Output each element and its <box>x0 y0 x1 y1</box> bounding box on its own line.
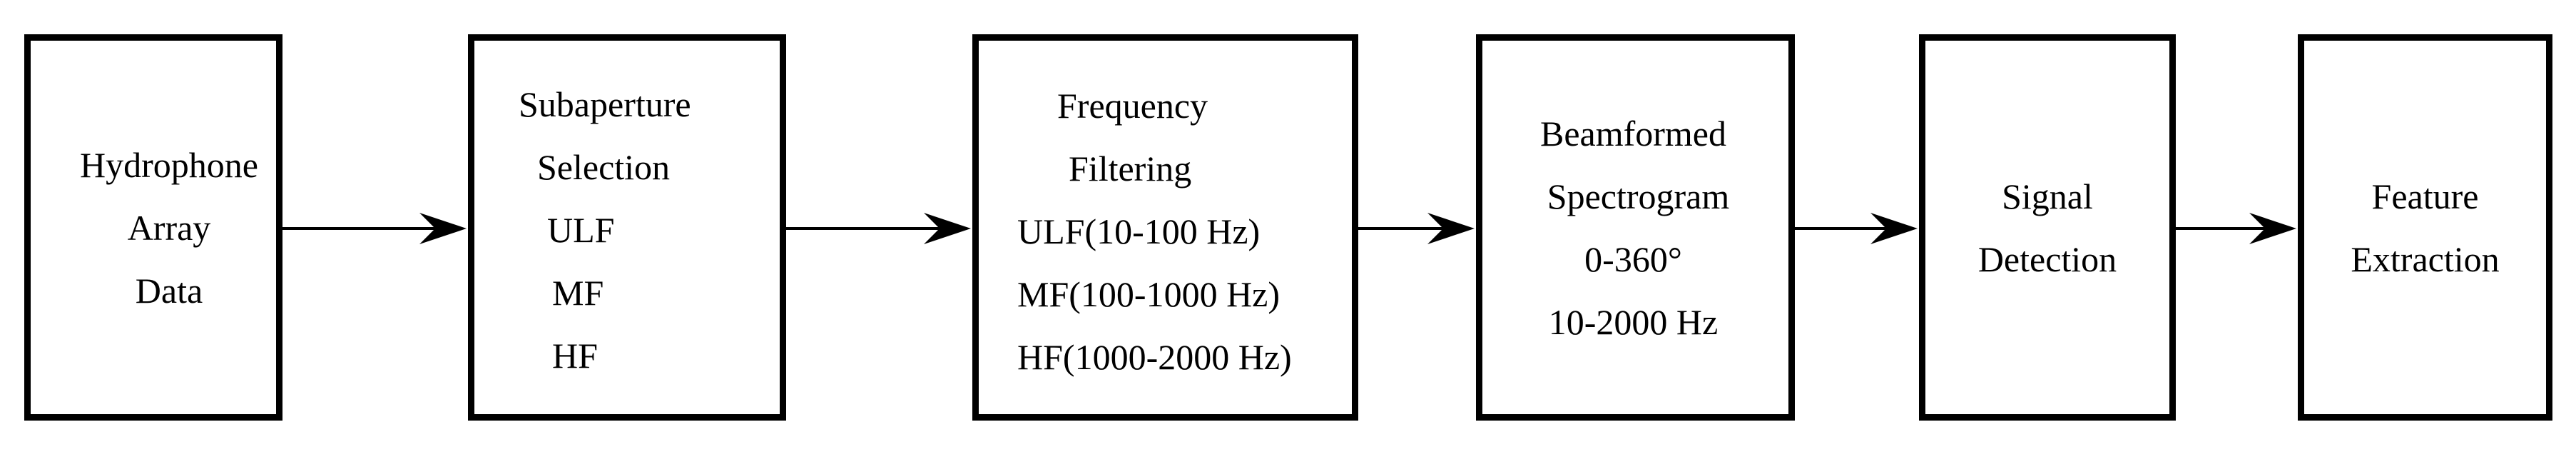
block-feature-extraction: Feature Extraction <box>2298 34 2552 421</box>
block-text: Signal Detection <box>1925 41 2169 414</box>
block-hydrophone-array-data: Hydrophone Array Data <box>24 34 282 421</box>
block-line: ULF(10-100 Hz) <box>1017 211 1261 251</box>
block-frequency-filtering: Frequency Filtering ULF(10-100 Hz) MF(10… <box>972 34 1358 421</box>
block-line: Extraction <box>2351 238 2500 279</box>
block-line: Subaperture <box>519 84 691 124</box>
block-line: Beamformed <box>1539 113 1726 154</box>
arrowhead-icon <box>1870 213 1918 244</box>
block-text: Frequency Filtering ULF(10-100 Hz) MF(10… <box>979 41 1352 414</box>
block-line: Feature <box>2371 176 2479 216</box>
block-subaperture-selection: Subaperture Selection ULF MF HF <box>468 34 786 421</box>
block-signal-detection: Signal Detection <box>1919 34 2176 421</box>
arrowhead-icon <box>924 213 971 244</box>
block-line: HF <box>552 335 598 376</box>
arrowhead-icon <box>1427 213 1475 244</box>
block-line: 10-2000 Hz <box>1548 301 1719 342</box>
block-line: Selection <box>537 146 671 187</box>
arrowhead-icon <box>419 213 467 244</box>
block-text: Feature Extraction <box>2304 41 2546 414</box>
block-line: Frequency <box>1057 85 1208 126</box>
block-line: Detection <box>1977 238 2117 279</box>
block-text: Subaperture Selection ULF MF HF <box>474 41 780 414</box>
block-line: 0-360° <box>1584 238 1682 279</box>
block-line: MF <box>552 272 604 313</box>
block-line: HF(1000-2000 Hz) <box>1017 336 1292 377</box>
arrowhead-icon <box>2249 213 2296 244</box>
block-line: Filtering <box>1069 148 1192 189</box>
block-beamformed-spectrogram: Beamformed Spectrogram 0-360° 10-2000 Hz <box>1476 34 1795 421</box>
block-line: ULF <box>547 209 615 250</box>
block-line: Array <box>127 207 211 248</box>
block-line: Spectrogram <box>1547 176 1730 216</box>
block-line: MF(100-1000 Hz) <box>1017 273 1281 314</box>
block-line: Hydrophone <box>80 144 258 185</box>
block-text: Beamformed Spectrogram 0-360° 10-2000 Hz <box>1482 41 1788 414</box>
block-line: Data <box>135 270 203 311</box>
block-text: Hydrophone Array Data <box>31 41 276 414</box>
block-line: Signal <box>2002 176 2093 216</box>
